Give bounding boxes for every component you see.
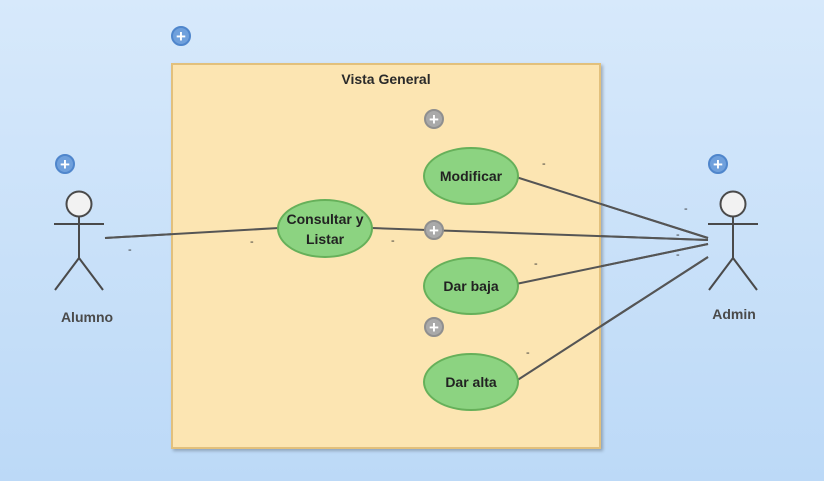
multiplicity-label: - — [391, 235, 395, 247]
add-plus-icon[interactable]: + — [708, 154, 728, 174]
usecase-dar-alta[interactable]: Dar alta — [423, 353, 519, 411]
add-plus-icon[interactable]: + — [424, 317, 444, 337]
actor-admin-label: Admin — [712, 306, 756, 322]
system-boundary[interactable]: Vista General — [171, 63, 601, 449]
add-plus-icon[interactable]: + — [171, 26, 191, 46]
multiplicity-label: - — [684, 203, 688, 215]
usecase-modificar[interactable]: Modificar — [423, 147, 519, 205]
actor-admin[interactable] — [703, 186, 763, 296]
usecase-label: Modificar — [439, 168, 503, 184]
usecase-label: Dar baja — [443, 278, 499, 294]
multiplicity-label: - — [534, 258, 538, 270]
multiplicity-label: - — [542, 158, 546, 170]
add-plus-icon[interactable]: + — [55, 154, 75, 174]
multiplicity-label: - — [676, 249, 680, 261]
usecase-consultar-listar[interactable]: Consultar y Listar — [277, 199, 373, 258]
add-plus-icon[interactable]: + — [424, 109, 444, 129]
boundary-title: Vista General — [341, 71, 431, 87]
usecase-label: Consultar y Listar — [286, 210, 364, 247]
multiplicity-label: - — [676, 229, 680, 241]
multiplicity-label: - — [526, 347, 530, 359]
actor-alumno[interactable] — [49, 186, 109, 296]
multiplicity-label: - — [250, 236, 254, 248]
add-plus-icon[interactable]: + — [424, 220, 444, 240]
usecase-dar-baja[interactable]: Dar baja — [423, 257, 519, 315]
multiplicity-label: - — [128, 244, 132, 256]
usecase-label: Dar alta — [445, 374, 497, 390]
actor-alumno-label: Alumno — [60, 309, 114, 325]
